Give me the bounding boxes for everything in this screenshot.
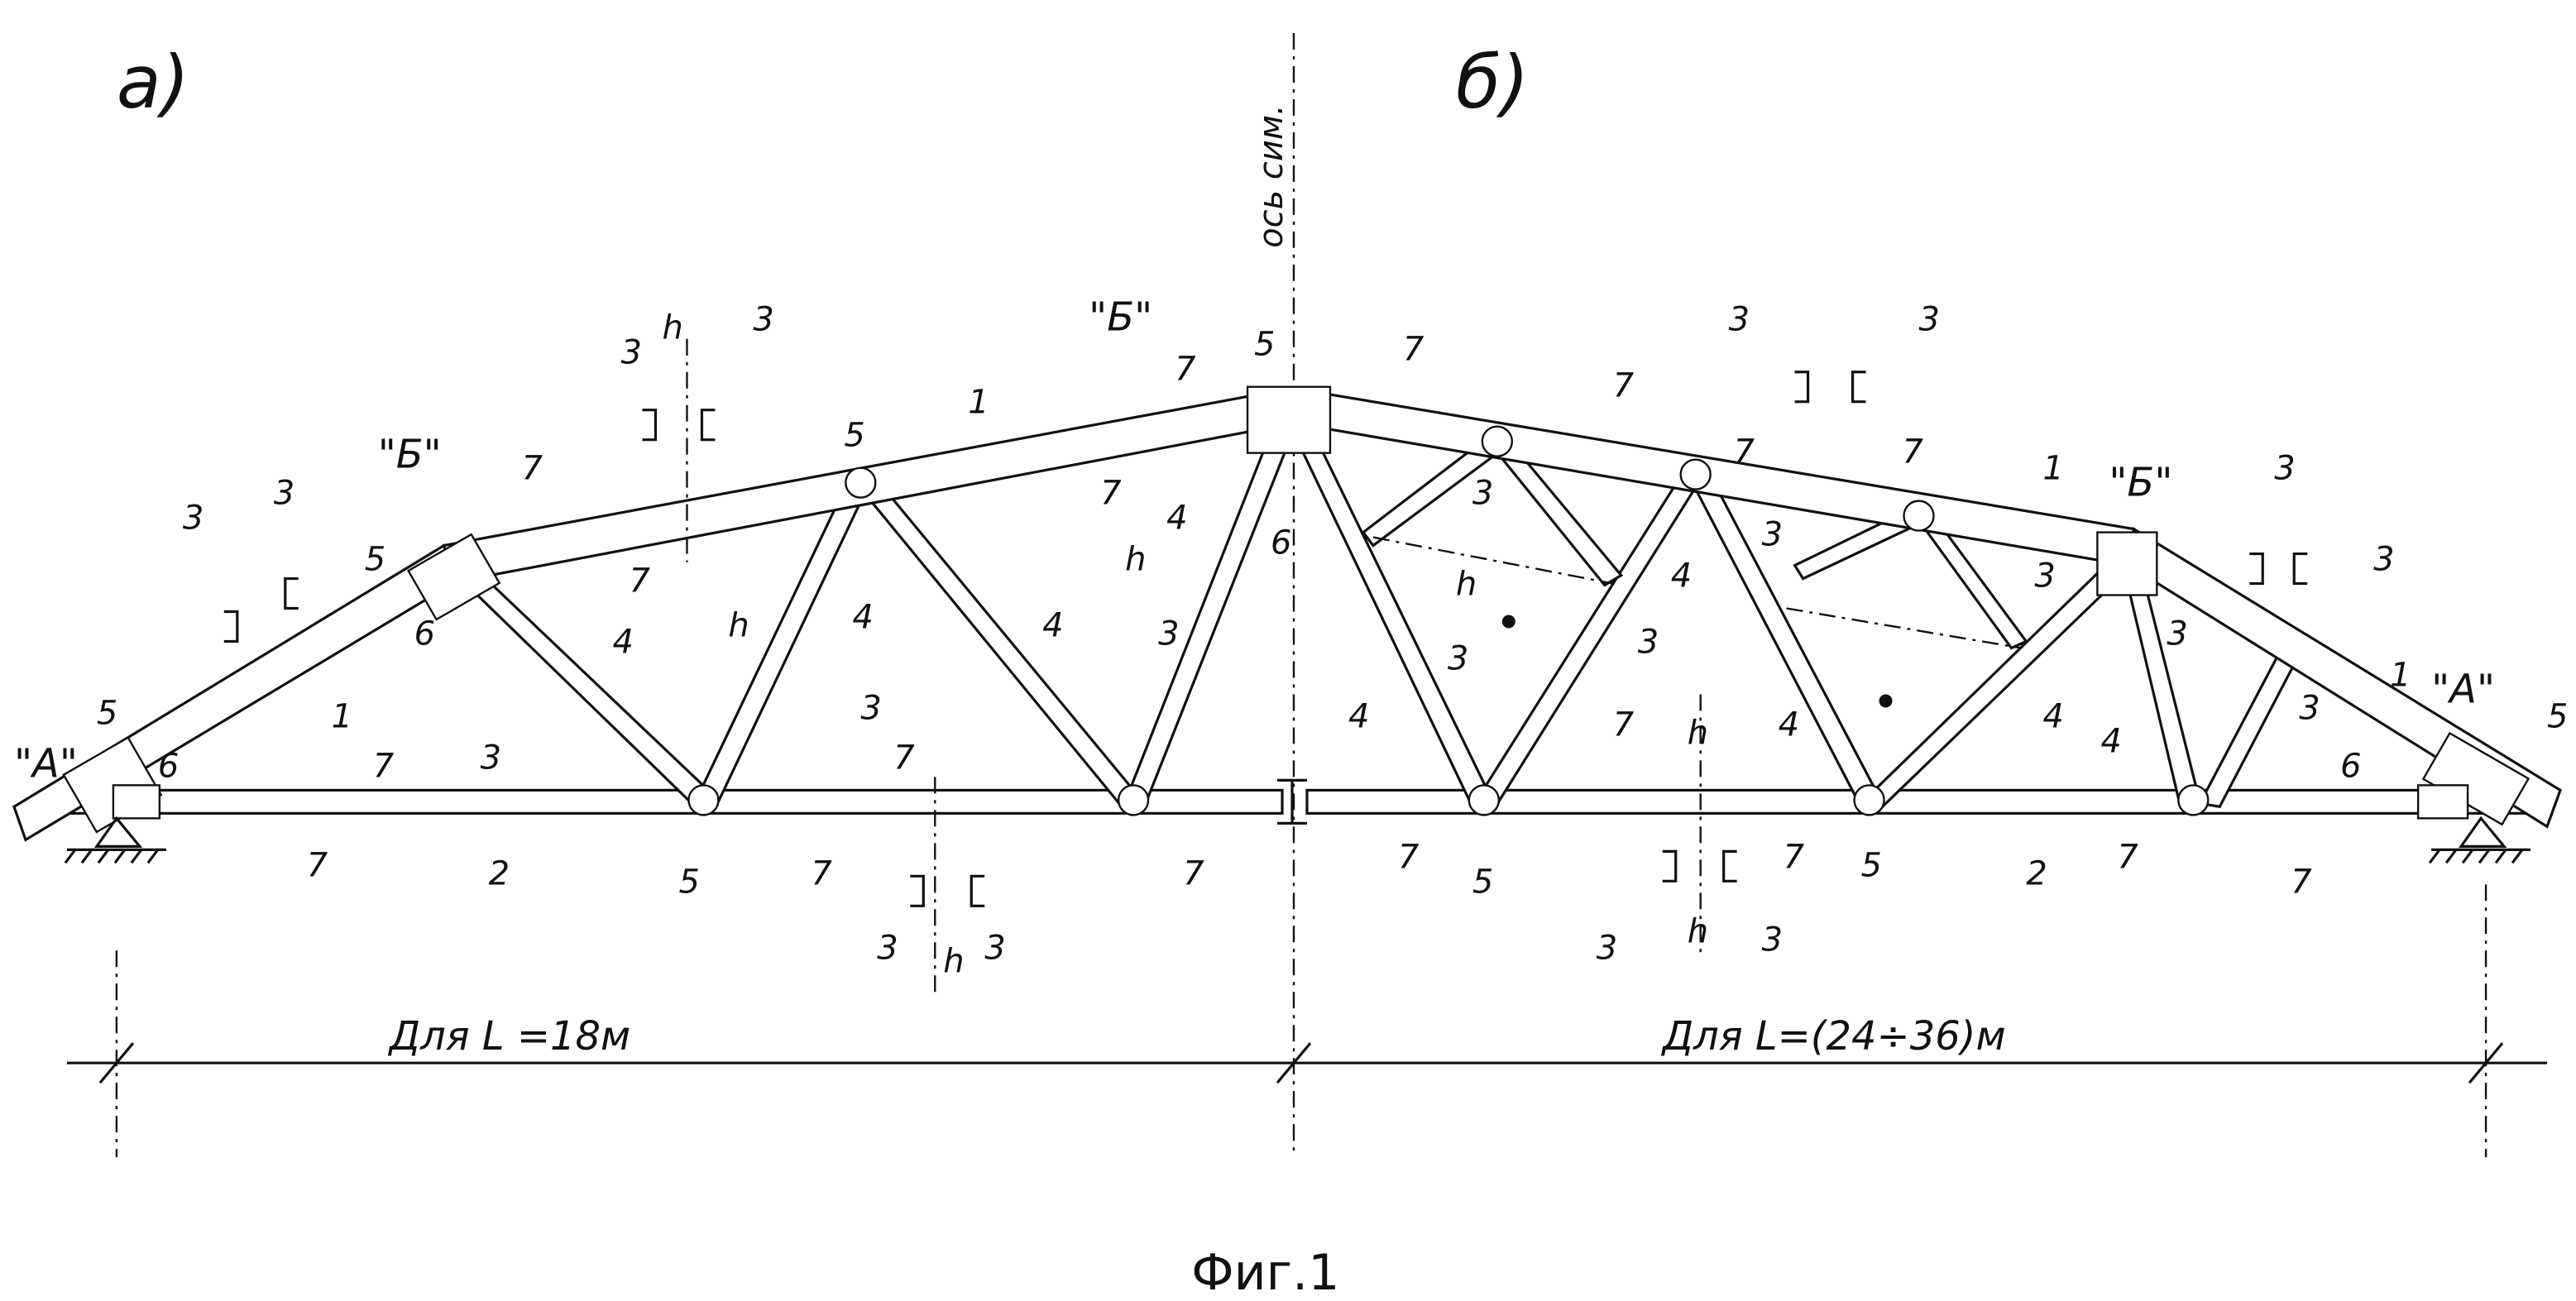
svg-text:h: h [662,309,682,347]
span-a-label: Для L =18м [388,1013,631,1059]
svg-text:7: 7 [630,562,651,600]
svg-text:3: 3 [274,475,294,513]
variant-b-label: б) [1456,40,1530,125]
svg-text:4: 4 [1166,500,1187,538]
symmetry-axis-label: ось сим. [1252,104,1290,248]
svg-text:5: 5 [844,417,864,455]
svg-text:2: 2 [489,854,510,892]
svg-text:3: 3 [1472,475,1493,513]
svg-text:h: h [1688,714,1708,752]
view-b-left: "Б" [378,432,442,478]
svg-text:5: 5 [2547,697,2568,735]
node-dot [1501,615,1515,629]
support-left [64,816,166,864]
svg-text:7: 7 [1613,367,1635,405]
svg-text:3: 3 [1638,623,1659,661]
svg-text:3: 3 [1762,921,1783,959]
bracing-line [1372,536,1613,585]
member-labels: 1 1 1 1 2 2 3 3 3 3 3 3 3 3 3 3 3 3 3 3 … [97,301,2569,981]
view-b-center: "Б" [1089,294,1152,341]
svg-text:h: h [1688,912,1708,950]
svg-text:3: 3 [2034,557,2055,595]
svg-text:3: 3 [1597,929,1617,967]
bottom-chord [65,778,2532,825]
svg-text:5: 5 [365,541,385,579]
svg-text:3: 3 [481,739,501,777]
svg-text:h: h [728,607,749,645]
node-dot [1879,694,1893,708]
dimension-line [66,884,2548,1158]
svg-text:3: 3 [1158,615,1179,653]
figure-caption: Фиг.1 [1191,1244,1339,1301]
svg-text:3: 3 [2167,615,2187,653]
svg-text:4: 4 [1779,706,1799,744]
svg-text:1: 1 [2042,450,2063,488]
svg-text:5: 5 [1472,863,1493,901]
svg-text:7: 7 [1175,351,1196,389]
svg-text:3: 3 [1919,301,1940,339]
svg-text:3: 3 [753,301,773,339]
svg-text:h: h [1456,566,1477,604]
svg-text:4: 4 [2042,697,2063,735]
channel-sections [223,371,2308,907]
span-b-label: Для L=(24÷36)м [1661,1013,2006,1059]
svg-text:7: 7 [1784,838,1805,876]
svg-text:4: 4 [1348,697,1369,735]
svg-text:3: 3 [877,929,898,967]
svg-text:7: 7 [1734,433,1755,471]
svg-text:7: 7 [373,747,395,785]
variant-a-label: а) [117,40,189,125]
svg-text:6: 6 [1271,524,1291,562]
svg-text:3: 3 [621,334,642,372]
view-a-left: "А" [14,740,78,787]
svg-text:7: 7 [1183,854,1204,892]
svg-text:1: 1 [968,384,989,422]
svg-text:6: 6 [414,615,435,653]
svg-text:3: 3 [2373,541,2394,579]
svg-text:3: 3 [984,929,1005,967]
svg-text:7: 7 [1398,838,1420,876]
svg-text:4: 4 [1671,557,1692,595]
svg-text:7: 7 [1100,475,1122,513]
svg-text:7: 7 [893,739,915,777]
svg-text:5: 5 [678,863,699,901]
support-right [2428,816,2531,864]
svg-text:3: 3 [1448,639,1468,677]
svg-text:h: h [943,942,964,980]
svg-text:7: 7 [1613,706,1635,744]
svg-text:7: 7 [522,450,543,488]
svg-text:7: 7 [2117,838,2138,876]
svg-text:6: 6 [158,747,179,785]
svg-text:3: 3 [183,500,203,538]
svg-text:1: 1 [2390,656,2411,694]
svg-text:3: 3 [2274,450,2295,488]
svg-text:h: h [1125,541,1146,579]
svg-text:4: 4 [852,599,873,637]
svg-text:7: 7 [1903,433,1924,471]
bracing-line [1786,607,2022,649]
svg-text:3: 3 [1729,301,1750,339]
svg-text:4: 4 [613,623,634,661]
gusset-plates [62,385,2531,834]
web-members-right [1291,424,2298,809]
view-b-right: "Б" [2109,460,2172,506]
svg-text:5: 5 [1254,326,1275,364]
view-a-right: "А" [2431,666,2495,712]
svg-text:3: 3 [860,689,881,727]
svg-text:3: 3 [2299,689,2320,727]
svg-text:4: 4 [2100,722,2121,760]
svg-text:5: 5 [97,694,117,732]
svg-text:3: 3 [1762,516,1783,554]
svg-text:2: 2 [2026,854,2047,892]
svg-text:4: 4 [1042,607,1063,645]
svg-text:1: 1 [332,697,352,735]
svg-text:7: 7 [1403,331,1424,369]
svg-text:7: 7 [811,854,832,892]
svg-text:7: 7 [307,846,328,884]
svg-text:5: 5 [1861,846,1882,884]
svg-text:6: 6 [2340,747,2361,785]
svg-text:7: 7 [2291,863,2312,901]
